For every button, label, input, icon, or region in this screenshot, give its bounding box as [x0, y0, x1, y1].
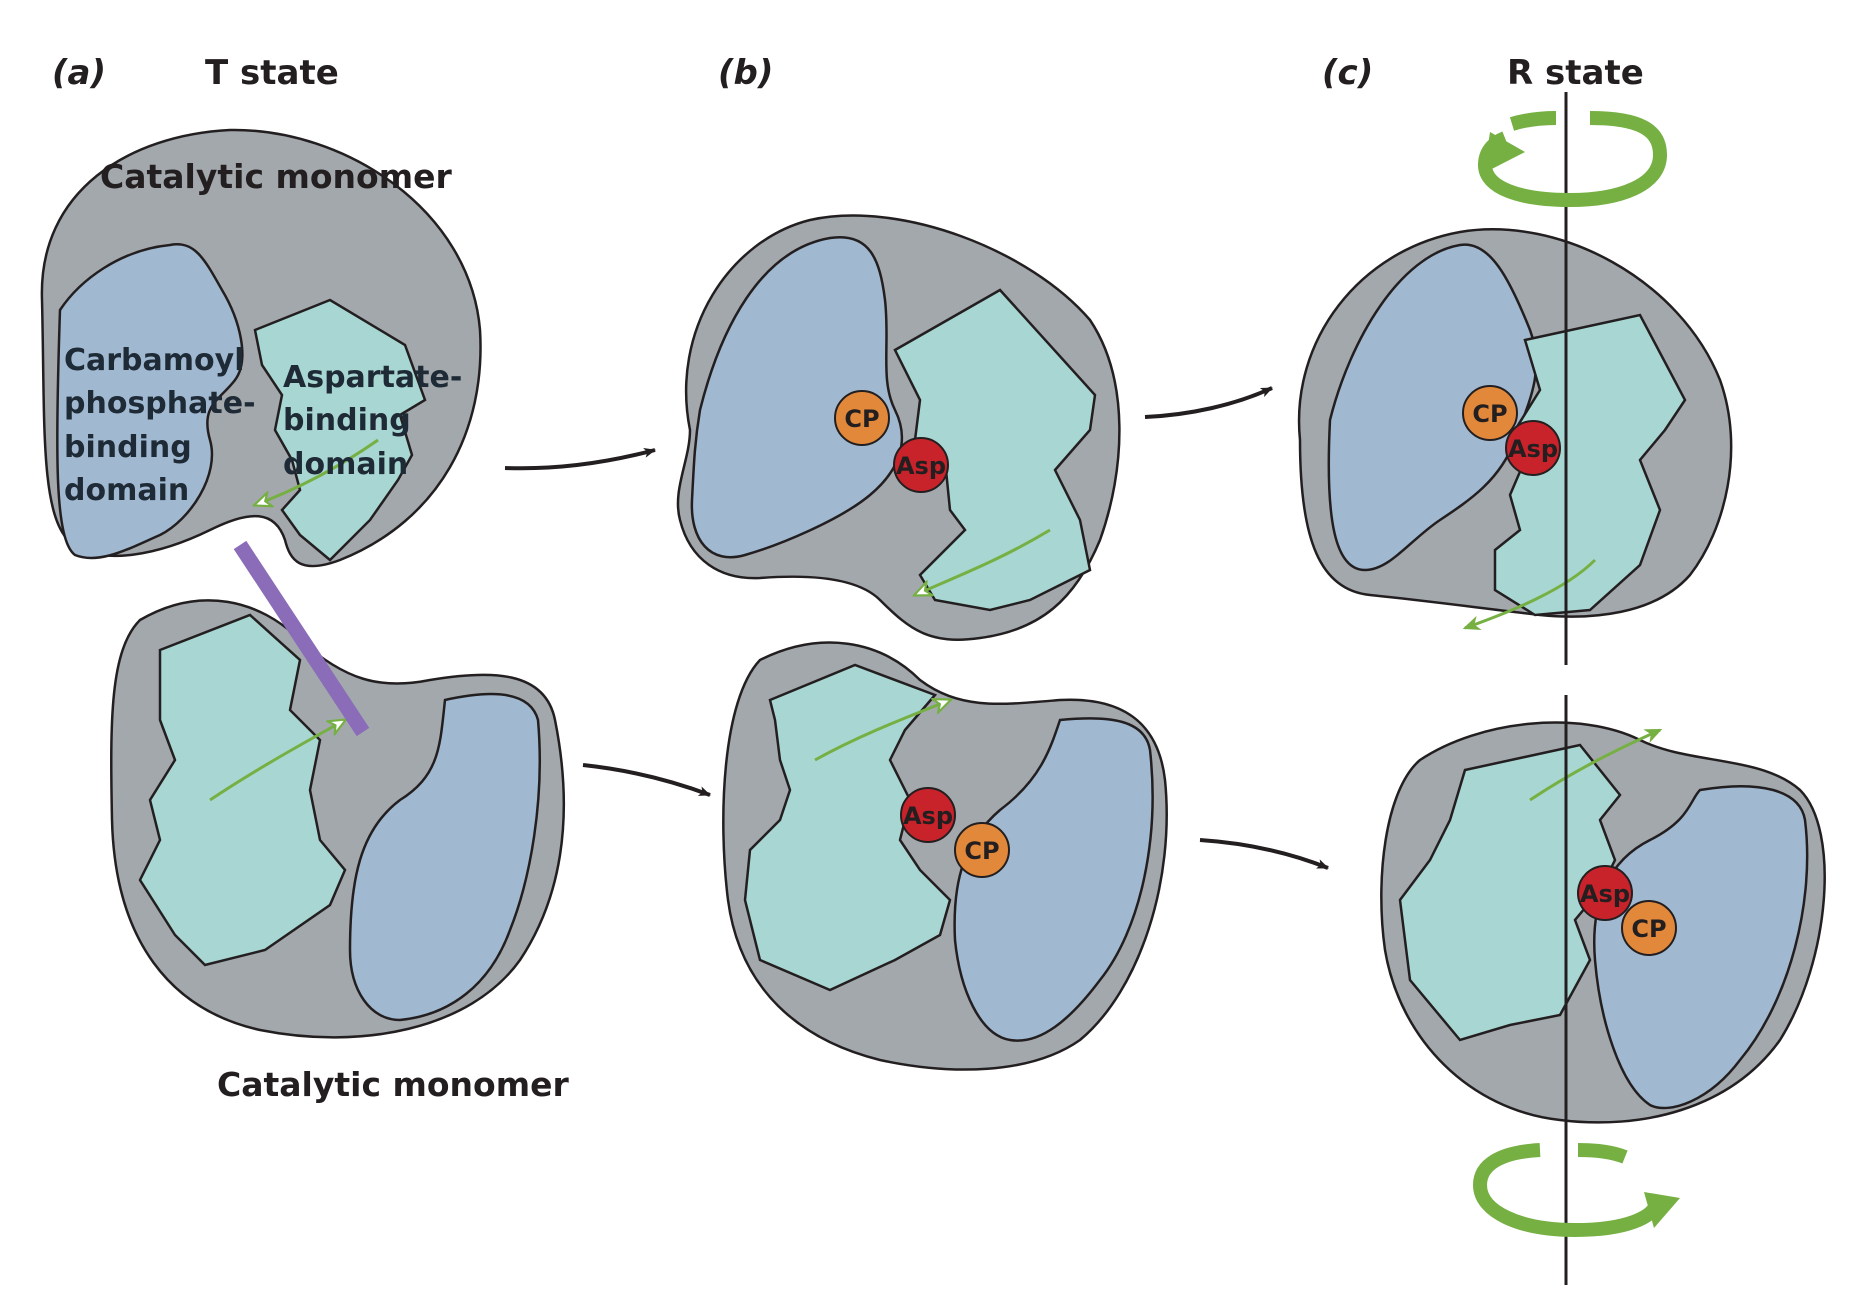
svg-text:Carbamoyl: Carbamoyl	[64, 343, 244, 378]
asp-ligand-label: Asp	[896, 452, 946, 480]
catalytic-monomer-c-bottom	[1380, 721, 1826, 1124]
allosteric-arrow-a-bottom	[209, 720, 345, 802]
svg-text:Aspartate-: Aspartate-	[283, 360, 462, 395]
catalytic-monomer-b-top	[676, 214, 1121, 641]
panel-a	[40, 128, 566, 1039]
catalytic-monomer-top-label: Catalytic monomer	[100, 157, 452, 196]
cp-ligand-label: CP	[1631, 915, 1666, 943]
panel-c: CP Asp Asp CP	[1297, 92, 1826, 1285]
panel-label-b: (b)	[718, 53, 773, 93]
catalytic-monomer-a-top	[40, 128, 482, 568]
allosteric-arrow-c-bottom	[1529, 728, 1663, 802]
asp-binding-domain	[138, 613, 347, 967]
catalytic-monomer-bottom-label: Catalytic monomer	[217, 1065, 569, 1104]
catalytic-monomer-b-bottom	[722, 641, 1168, 1071]
panel-label-c: (c)	[1322, 53, 1373, 93]
svg-text:phosphate-: phosphate-	[64, 386, 256, 421]
cp-ligand-c-top: CP	[1462, 385, 1518, 441]
svg-text:domain: domain	[283, 447, 408, 482]
asp-ligand-label: Asp	[1508, 435, 1558, 463]
svg-text:domain: domain	[64, 473, 189, 508]
cp-ligand-label: CP	[1472, 400, 1507, 428]
cp-binding-domain	[1593, 785, 1809, 1110]
linker-bar	[233, 540, 370, 737]
asp-ligand-b-top: Asp	[893, 437, 949, 493]
asp-ligand-c-bottom: Asp	[1577, 865, 1633, 921]
asp-ligand-label: Asp	[903, 802, 953, 830]
cp-binding-domain	[953, 717, 1154, 1042]
allosteric-arrow-b-bottom	[814, 700, 950, 762]
asp-ligand-c-top: Asp	[1505, 420, 1561, 476]
cp-binding-domain-label: Carbamoyl phosphate- binding domain	[64, 343, 256, 508]
cp-ligand-label: CP	[964, 837, 999, 865]
svg-text:binding: binding	[64, 430, 192, 465]
asp-binding-domain	[743, 663, 952, 992]
transition-arrow-b-to-c-bottom	[1199, 838, 1329, 870]
rotation-arrow-top-icon	[1477, 111, 1668, 208]
r-state-title: R state	[1507, 53, 1644, 93]
asp-binding-domain-label: Aspartate- binding domain	[283, 360, 462, 482]
catalytic-monomer-a-bottom	[110, 599, 566, 1039]
cp-binding-domain	[690, 235, 904, 559]
transition-arrow-b-to-c-top	[1144, 386, 1273, 419]
allosteric-arrow-c-top	[1462, 558, 1597, 631]
allosteric-arrow-b-top	[915, 528, 1051, 595]
cp-ligand-b-bottom: CP	[954, 822, 1010, 878]
panel-label-a: (a)	[52, 53, 106, 93]
panel-b: CP Asp Asp CP	[676, 214, 1168, 1071]
transition-arrow-a-to-b-top	[504, 448, 656, 471]
rotation-arrow-bottom-icon	[1472, 1143, 1680, 1238]
cp-binding-domain	[55, 242, 244, 560]
cp-ligand-label: CP	[844, 405, 879, 433]
allosteric-arrow-a-top	[255, 438, 379, 505]
cp-ligand-b-top: CP	[834, 390, 890, 446]
transition-arrow-a-to-b-bottom	[582, 763, 711, 797]
cp-ligand-c-bottom: CP	[1621, 900, 1677, 956]
asp-ligand-b-bottom: Asp	[900, 787, 956, 843]
cp-binding-domain	[348, 692, 541, 1022]
t-state-title: T state	[205, 53, 339, 93]
asp-binding-domain	[253, 298, 427, 562]
asp-ligand-label: Asp	[1580, 880, 1630, 908]
svg-text:binding: binding	[283, 403, 411, 438]
